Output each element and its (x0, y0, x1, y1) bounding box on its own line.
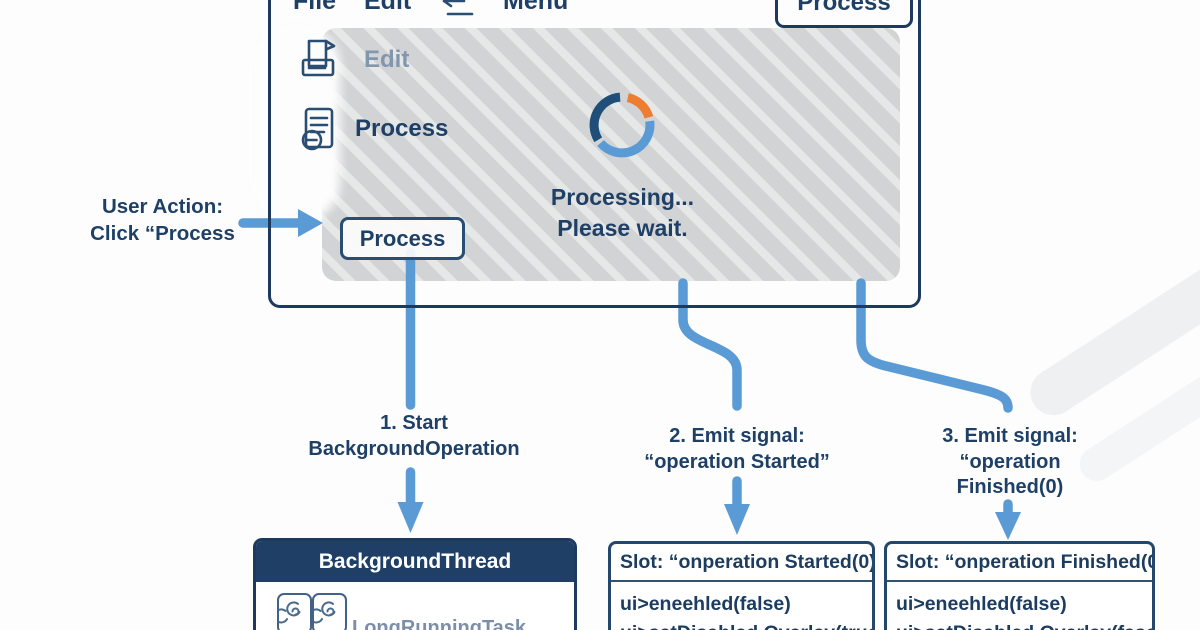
swirl-icon (273, 593, 312, 630)
slot-finished-title: Slot: “onperation Finished(0) (887, 544, 1152, 582)
loading-spinner (582, 85, 662, 170)
slot-finished-line-1: ui>eneehled(false) (896, 593, 1067, 615)
user-action-label: User Action: Click “Process (90, 195, 235, 246)
slot-finished-line-2: ui>setDisabled Overlay(fase) (896, 619, 1152, 630)
background-thread-body-text: LongRunningTask (352, 617, 527, 630)
export-icon (296, 36, 340, 89)
slot-started-line-2: ui>setDisabled Overlay(true (620, 619, 872, 630)
arrowhead-3 (995, 512, 1021, 540)
slot-started-line-1: ui>eneehled(false) (620, 593, 791, 615)
overlay-menu-item-process[interactable]: Process (355, 115, 449, 142)
connector-3 (856, 278, 1013, 413)
slot-finished-box: Slot: “onperation Finished(0) ui>eneehle… (884, 541, 1155, 630)
arrowhead-1 (397, 502, 424, 533)
background-thread-box: BackgroundThread LongRunningTask (253, 538, 577, 630)
please-wait-line: Please wait. (557, 215, 688, 242)
toolbar-process-button[interactable]: Process (775, 0, 913, 28)
arrowhead-2 (724, 504, 750, 535)
menu-edit[interactable]: Edit (364, 0, 412, 15)
step-1-label: 1. Start BackgroundOperation (308, 412, 520, 460)
slot-started-title: Slot: “onperation Started(0) (611, 544, 872, 582)
overlay-menu-item-edit[interactable]: Edit (364, 46, 410, 73)
undo-icon[interactable] (428, 0, 476, 27)
slot-started-box: Slot: “onperation Started(0) ui>eneehled… (608, 541, 875, 630)
connector-2 (678, 278, 742, 411)
process-button[interactable]: Process (340, 217, 465, 260)
step-2-label: 2. Emit signal: “operation Started” (644, 425, 830, 473)
menu-file[interactable]: File (293, 0, 337, 15)
user-action-arrowhead (298, 209, 323, 237)
step-3-label: 3. Emit signal: “operation Finished(0) (942, 425, 1078, 499)
processing-line: Processing... (550, 184, 695, 210)
processing-status-text: Processing... Please wait. (500, 182, 745, 245)
document-list-icon (296, 105, 340, 158)
swirl-icon (308, 593, 347, 630)
background-thread-title: BackgroundThread (256, 541, 574, 582)
menu-menu[interactable]: Menu (503, 0, 569, 15)
